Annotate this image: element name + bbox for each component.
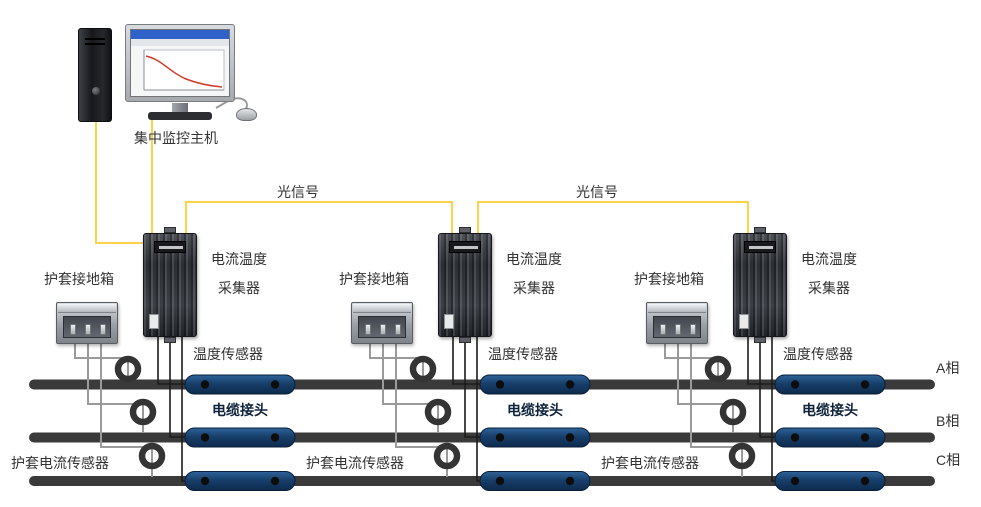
monitor-screen-chart [131,30,229,96]
grounding-box-label: 护套接地箱 [44,271,114,287]
phase-c-label: C相 [936,452,961,468]
window-toolbar [131,39,229,46]
collector-logo-plate [154,241,186,253]
monitor-stand [172,103,188,112]
collector-label-line1: 电流温度 [211,251,267,267]
collector-logo-plate [744,241,776,253]
collector-label-line1: 电流温度 [801,251,857,267]
collector-sticker [739,314,749,329]
plot-area [143,49,225,91]
cable-joint-label: 电缆接头 [209,402,271,419]
terminal-stud [395,324,401,335]
optical-fiber-line [185,201,453,233]
current-temperature-collector-1 [143,227,197,343]
terminal-stud [85,324,91,335]
sheath-current-sensor-label: 护套电流传感器 [8,455,112,472]
collector-logo-plate [449,241,481,253]
sheath-grounding-box-2 [351,302,413,344]
computer-mouse [236,108,257,121]
drive-bay-slots [85,38,105,40]
terminal-stud [70,324,76,335]
computer-tower [78,28,112,122]
terminal-stud [365,324,371,335]
monitor-screen [130,29,230,97]
grounding-box-lid [648,304,706,313]
collector-label-line2: 采集器 [218,280,260,296]
collector-label: 电流温度 采集器 [201,245,277,303]
mounting-tab [164,227,176,233]
collector-label: 电流温度 采集器 [496,245,572,303]
grounding-box-label: 护套接地箱 [634,271,704,287]
terminal-stud [660,324,666,335]
current-temperature-collector-3 [733,227,787,343]
collector-sticker [149,314,159,329]
computer-monitor [125,24,235,102]
optical-signal-label: 光信号 [274,184,322,201]
collector-label-line2: 采集器 [513,280,555,296]
grounding-box-lid [353,304,411,313]
cable-joint-label: 电缆接头 [799,402,861,419]
grounding-box-label: 护套接地箱 [339,271,409,287]
terminal-stud [380,324,386,335]
mounting-tab [459,337,471,343]
sheath-current-sensor-label: 护套电流传感器 [303,455,407,472]
grounding-box-lid [58,304,116,313]
collector-label: 电流温度 采集器 [791,245,867,303]
mounting-tab [754,227,766,233]
mounting-tab [459,227,471,233]
optical-fiber-line [95,121,143,244]
current-temperature-collector-2 [438,227,492,343]
optical-signal-label: 光信号 [573,184,621,201]
phase-b-label: B相 [936,413,960,429]
collector-label-line1: 电流温度 [506,251,562,267]
optical-fiber-line [477,201,749,233]
collector-sticker [444,314,454,329]
temperature-sensor-label: 温度传感器 [190,346,266,363]
phase-a-label: A相 [936,360,960,376]
temperature-sensor-label: 温度传感器 [780,346,856,363]
trend-curve [145,55,223,88]
host-label: 集中监控主机 [134,130,218,146]
power-button [92,87,100,95]
cable-joint-label: 电缆接头 [504,402,566,419]
monitor-base [148,112,212,120]
sheath-current-sensor-label: 护套电流传感器 [598,455,702,472]
terminal-stud [690,324,696,335]
sheath-grounding-box-3 [646,302,708,344]
collector-label-line2: 采集器 [808,280,850,296]
monitoring-host [78,24,268,124]
mounting-tab [754,337,766,343]
mounting-tab [164,337,176,343]
temperature-sensor-label: 温度传感器 [485,346,561,363]
sheath-grounding-box-1 [56,302,118,344]
terminal-stud [100,324,106,335]
terminal-stud [675,324,681,335]
window-titlebar [131,30,229,39]
